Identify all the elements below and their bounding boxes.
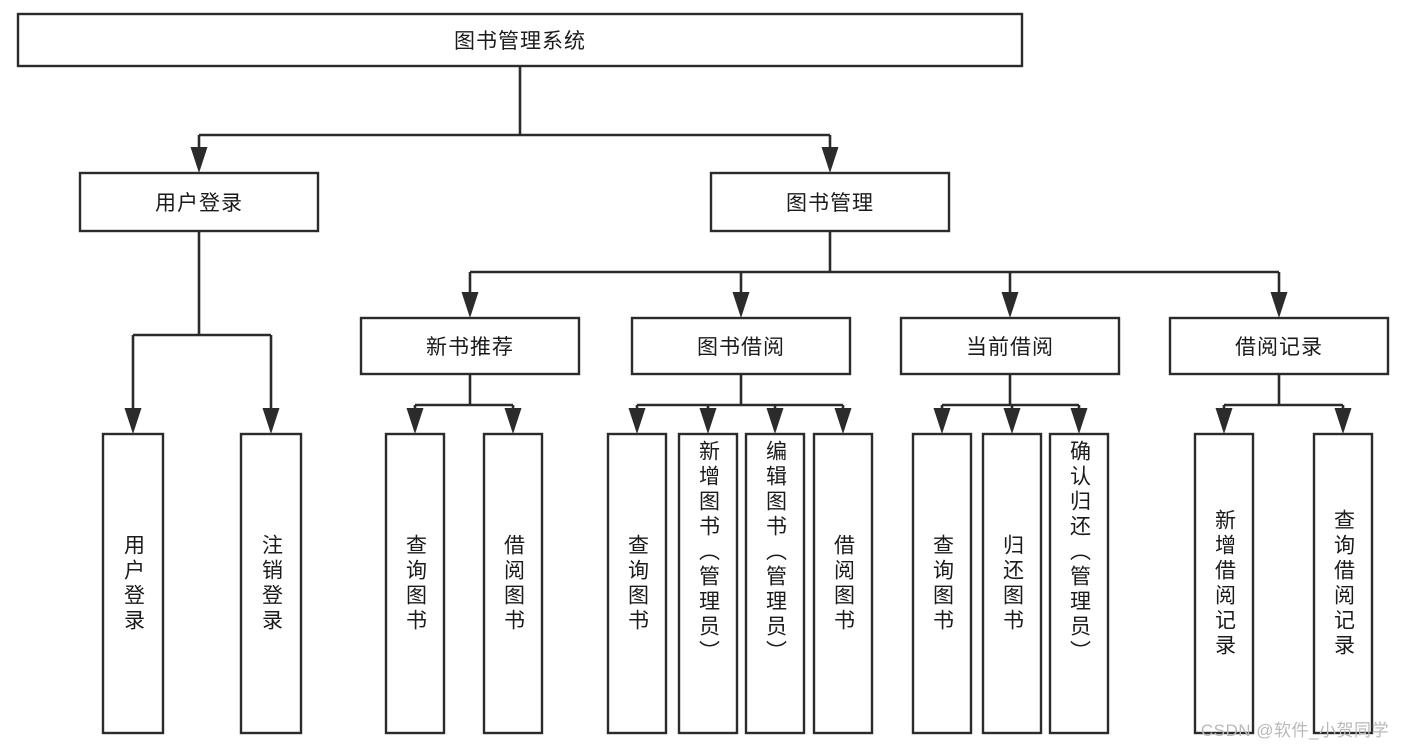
node-box-leaf-borrow-book[interactable] xyxy=(812,432,874,735)
arrow-head-icon xyxy=(1270,292,1288,318)
node-box-leaf-query-book-recommend[interactable] xyxy=(384,432,446,735)
arrow-head-icon xyxy=(1003,408,1021,434)
connector-recommend-to-leaves xyxy=(406,374,522,434)
arrow-head-icon xyxy=(461,292,479,318)
node-boxes-layer xyxy=(16,12,1390,735)
node-box-current-borrow[interactable] xyxy=(899,316,1121,376)
arrow-head-icon xyxy=(190,147,208,173)
node-box-borrow-record[interactable] xyxy=(1168,316,1390,376)
node-box-book-management[interactable] xyxy=(709,171,951,233)
node-box-leaf-borrow-book-recommend[interactable] xyxy=(482,432,544,735)
connectors-layer xyxy=(124,66,1352,434)
arrow-head-icon xyxy=(406,408,424,434)
arrow-head-icon xyxy=(628,408,646,434)
connector-current-to-leaves xyxy=(933,374,1088,434)
node-box-leaf-user-login[interactable] xyxy=(101,432,165,735)
node-box-leaf-add-borrow-record[interactable] xyxy=(1193,432,1255,735)
connector-root-to-level1 xyxy=(190,66,839,173)
connector-record-to-leaves xyxy=(1215,374,1352,434)
node-box-leaf-return-book[interactable] xyxy=(981,432,1043,735)
watermark-text: CSDN @软件_小贺同学 xyxy=(1200,721,1389,740)
arrow-head-icon xyxy=(1215,408,1233,434)
node-box-leaf-query-book-current[interactable] xyxy=(911,432,973,735)
arrow-head-icon xyxy=(821,147,839,173)
connector-userlogin-to-leaves xyxy=(124,231,280,434)
connector-bookmgmt-to-level2 xyxy=(461,231,1288,318)
node-box-root[interactable] xyxy=(16,12,1024,68)
arrow-head-icon xyxy=(933,408,951,434)
node-box-leaf-edit-book-admin[interactable] xyxy=(744,432,806,735)
arrow-head-icon xyxy=(1001,292,1019,318)
arrow-head-icon xyxy=(262,408,280,434)
node-box-book-borrow[interactable] xyxy=(630,316,852,376)
arrow-head-icon xyxy=(124,408,142,434)
arrow-head-icon xyxy=(732,292,750,318)
connector-borrow-to-leaves xyxy=(628,374,852,434)
node-box-leaf-query-book-borrow[interactable] xyxy=(606,432,668,735)
arrow-head-icon xyxy=(834,408,852,434)
arrow-head-icon xyxy=(766,408,784,434)
arrow-head-icon xyxy=(699,408,717,434)
node-box-leaf-confirm-return-admin[interactable] xyxy=(1048,432,1110,735)
node-box-user-login[interactable] xyxy=(78,171,320,233)
node-box-new-book-recommend[interactable] xyxy=(359,316,581,376)
node-box-leaf-logout-login[interactable] xyxy=(239,432,303,735)
node-box-leaf-query-borrow-record[interactable] xyxy=(1312,432,1374,735)
arrow-head-icon xyxy=(504,408,522,434)
arrow-head-icon xyxy=(1070,408,1088,434)
node-box-leaf-add-book-admin[interactable] xyxy=(677,432,739,735)
arrow-head-icon xyxy=(1334,408,1352,434)
